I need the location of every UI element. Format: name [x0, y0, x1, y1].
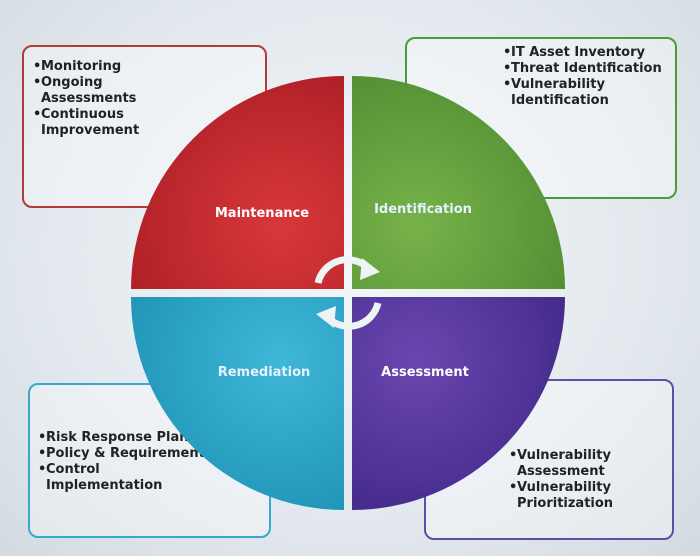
remediation-quadrant: [131, 297, 344, 510]
identification-callout-list: IT Asset Inventory Threat Identification…: [503, 45, 663, 109]
maintenance-quadrant: [131, 76, 344, 289]
callout-item: Ongoing Assessments: [33, 75, 183, 107]
callout-item: Continuous Improvement: [33, 107, 183, 139]
arrow-head: [316, 306, 336, 328]
remediation-label: Remediation: [218, 365, 311, 380]
callout-item: Control Implementation: [38, 462, 213, 494]
callout-item: Threat Identification: [503, 61, 663, 77]
assessment-label: Assessment: [381, 365, 469, 380]
remediation-callout-list: Risk Response Plan Policy & Requirements…: [38, 430, 213, 494]
callout-item: Vulnerability Prioritization: [509, 480, 649, 512]
identification-label: Identification: [374, 202, 472, 217]
maintenance-callout-list: Monitoring Ongoing Assessments Continuou…: [33, 59, 183, 139]
callout-item: Risk Response Plan: [38, 430, 213, 446]
callout-item: Vulnerability Assessment: [509, 448, 649, 480]
callout-item: Vulnerability Identification: [503, 77, 663, 109]
maintenance-label: Maintenance: [215, 206, 309, 221]
identification-quadrant: [352, 76, 565, 289]
callout-item: Monitoring: [33, 59, 183, 75]
arrow-head: [360, 258, 380, 280]
assessment-callout-list: Vulnerability Assessment Vulnerability P…: [509, 448, 649, 512]
callout-item: Policy & Requirements: [38, 446, 213, 462]
assessment-quadrant: [352, 297, 565, 510]
callout-item: IT Asset Inventory: [503, 45, 663, 61]
